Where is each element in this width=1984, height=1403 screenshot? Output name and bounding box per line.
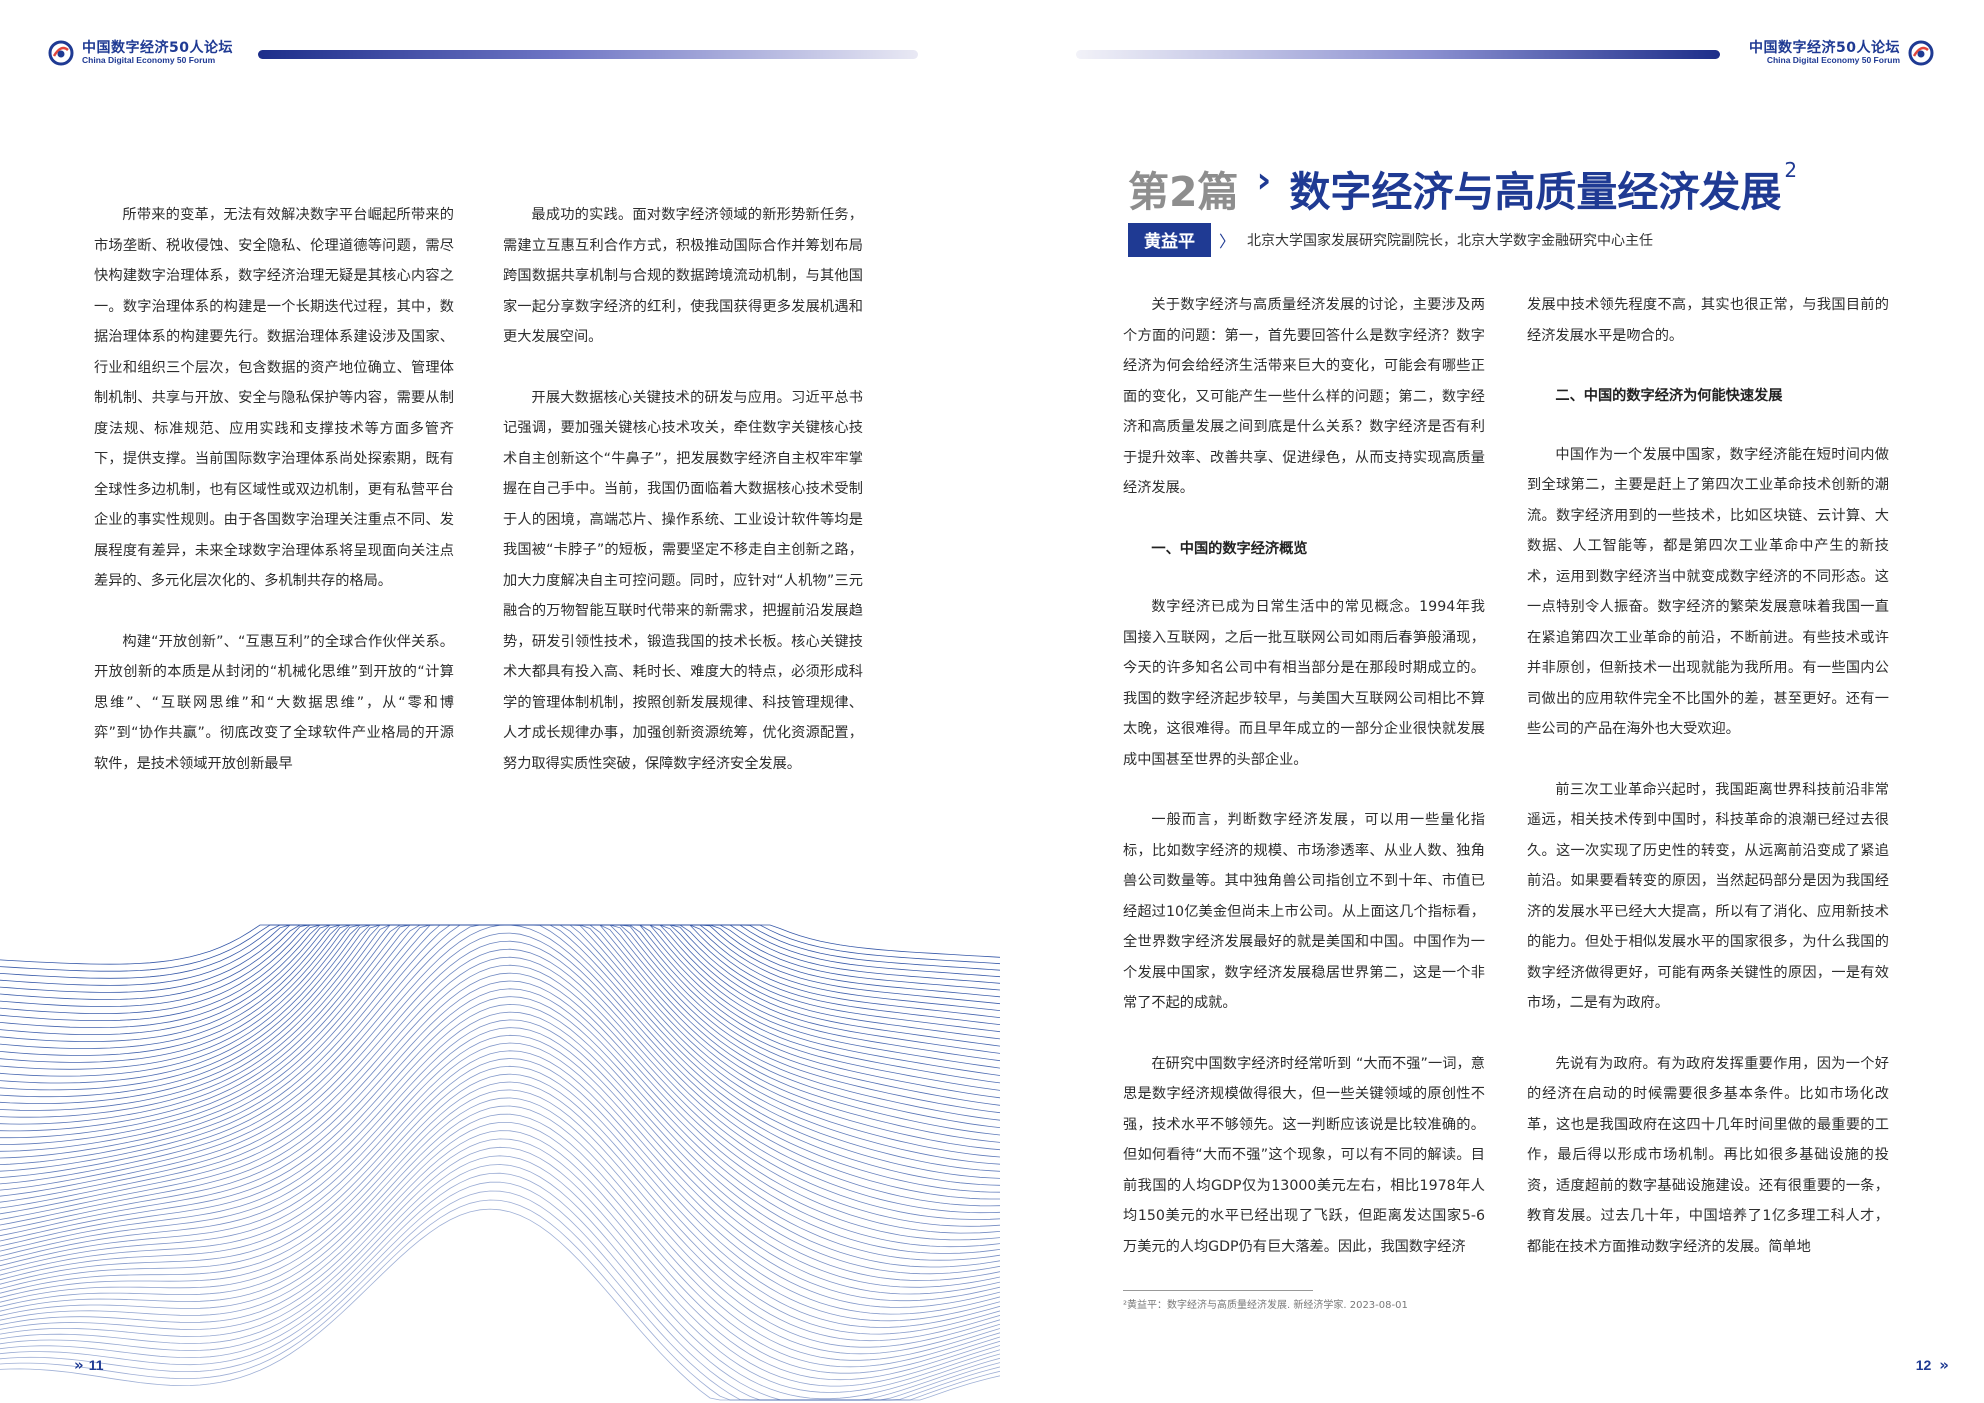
- right-page-column-1: 关于数字经济与高质量经济发展的讨论，主要涉及两个方面的问题：第一，首先要回答什么…: [1123, 290, 1485, 1292]
- wave-line: [0, 980, 1000, 1248]
- wave-line: [0, 1058, 1000, 1315]
- wave-line: [0, 1065, 1000, 1322]
- wave-line: [0, 924, 1000, 1105]
- paragraph: 在研究中国数字经济时经常听到 “大而不强”一词，意思是数字经济规模做得很大，但一…: [1123, 1055, 1485, 1255]
- wave-line: [0, 1155, 1000, 1393]
- wave-line: [0, 1146, 1000, 1387]
- paragraph: 所带来的变革，无法有效解决数字平台崛起所带来的市场垄断、税收侵蚀、安全隐私、伦理…: [94, 207, 454, 589]
- wave-line: [0, 1019, 1000, 1281]
- wave-line: [0, 948, 1000, 1220]
- paragraph: 数字经济已成为日常生活中的常见概念。1994年我国接入互联网，之后一批互联网公司…: [1123, 599, 1485, 768]
- logo-chinese-text: 中国数字经济50人论坛: [82, 40, 233, 57]
- wave-line: [0, 964, 1000, 1234]
- left-page: 中国数字经济50人论坛 China Digital Economy 50 For…: [48, 40, 918, 1374]
- logo-english-text: China Digital Economy 50 Forum: [1766, 54, 1900, 65]
- wave-line: [0, 1172, 1000, 1401]
- author-separator-icon: 〉: [1219, 232, 1236, 251]
- wave-line: [0, 1034, 1000, 1295]
- paragraph: 中国作为一个发展中国家，数字经济能在短时间内做到全球第二，主要是赶上了第四次工业…: [1527, 446, 1889, 738]
- right-page-column-2: 发展中技术领先程度不高，其实也很正常，与我国目前的经济发展水平是吻合的。二、中国…: [1527, 290, 1889, 1292]
- section-heading: 二、中国的数字经济为何能快速发展: [1555, 388, 1783, 404]
- wave-line: [0, 1190, 1000, 1401]
- wave-line: [0, 1081, 1000, 1335]
- forum-logo: 中国数字经济50人论坛 China Digital Economy 50 For…: [48, 40, 233, 66]
- page-number-left: » 11: [74, 1356, 104, 1374]
- wave-line: [0, 924, 1000, 1172]
- footnote: ²黄益平：数字经济与高质量经济发展. 新经济学家. 2023-08-01: [1123, 1300, 1408, 1311]
- wave-line: [0, 996, 1000, 1261]
- paragraph: 一般而言，判断数字经济发展，可以用一些量化指标，比如数字经济的规模、市场渗透率、…: [1123, 812, 1485, 1011]
- wave-line: [0, 1113, 1000, 1361]
- paragraph: 先说有为政府。有为政府发挥重要作用，因为一个好的经济在启动的时候需要很多基本条件…: [1527, 1055, 1889, 1255]
- wave-line: [0, 1089, 1000, 1342]
- page-number-text: 12: [1915, 1357, 1932, 1373]
- wave-line: [0, 1130, 1000, 1374]
- page-marker-icon: »: [74, 1356, 84, 1374]
- wave-line: [0, 924, 1000, 1159]
- wave-line: [0, 972, 1000, 1241]
- author-affiliation: 北京大学国家发展研究院副院长，北京大学数字金融研究中心主任: [1247, 233, 1654, 249]
- wave-line: [0, 1105, 1000, 1355]
- wave-line: [0, 1042, 1000, 1302]
- header-bar: [258, 50, 918, 59]
- page-number-right: 12 »: [1915, 1356, 1949, 1374]
- author-name: 黄益平: [1128, 223, 1211, 257]
- wave-line: [0, 1011, 1000, 1275]
- forum-logo: 中国数字经济50人论坛 China Digital Economy 50 For…: [1749, 40, 1934, 66]
- paragraph: 前三次工业革命兴起时，我国距离世界科技前沿非常遥远，相关技术传到中国时，科技革命…: [1527, 781, 1889, 1012]
- section-heading: 一、中国的数字经济概览: [1151, 540, 1308, 557]
- paragraph: 发展中技术领先程度不高，其实也很正常，与我国目前的经济发展水平是吻合的。: [1527, 297, 1889, 344]
- wave-line: [0, 924, 1000, 1063]
- page-number-text: 11: [88, 1357, 104, 1373]
- wave-line: [0, 1027, 1000, 1288]
- author-row: 黄益平 〉 北京大学国家发展研究院副院长，北京大学数字金融研究中心主任: [1128, 223, 1653, 257]
- wave-line: [0, 1073, 1000, 1328]
- wave-line: [0, 924, 1000, 1049]
- wave-line: [0, 1122, 1000, 1368]
- title-chevron-icon: ›: [1256, 160, 1272, 201]
- wave-line: [0, 1208, 1000, 1401]
- wave-line: [0, 924, 1000, 1043]
- paragraph: 关于数字经济与高质量经济发展的讨论，主要涉及两个方面的问题：第一，首先要回答什么…: [1123, 297, 1485, 496]
- wave-line: [0, 1097, 1000, 1348]
- paragraph: 构建“开放创新”、“互惠互利”的全球合作伙伴关系。开放创新的本质是从封闭的“机械…: [94, 633, 454, 772]
- wave-line: [0, 924, 1000, 1200]
- wave-line: [0, 988, 1000, 1254]
- wave-line: [0, 1181, 1000, 1401]
- wave-line: [0, 1164, 1000, 1400]
- footnote-divider: [1123, 1290, 1313, 1291]
- logo-english-text: China Digital Economy 50 Forum: [82, 54, 216, 65]
- right-page: 中国数字经济50人论坛 China Digital Economy 50 For…: [992, 0, 1984, 1403]
- wave-line: [0, 1138, 1000, 1381]
- wave-line: [0, 932, 1000, 1207]
- wave-line: [0, 940, 1000, 1214]
- paragraph: 最成功的实践。面对数字经济领域的新形势新任务，需建立互惠互利合作方式，积极推动国…: [503, 207, 863, 345]
- wave-line: [0, 1050, 1000, 1308]
- logo-chinese-text: 中国数字经济50人论坛: [1749, 40, 1900, 57]
- decorative-wave-lines: [0, 924, 1000, 1401]
- wave-line: [0, 1199, 1000, 1401]
- wave-line: [0, 1003, 1000, 1268]
- forum-logo-icon: [48, 40, 74, 66]
- title-text: 数字经济与高质量经济发展: [1289, 168, 1782, 216]
- header-bar: [1076, 50, 1720, 59]
- paragraph: 开展大数据核心关键技术的研发与应用。习近平总书记强调，要加强关键核心技术攻关，牵…: [503, 389, 863, 772]
- footnote-ref: 2: [1784, 158, 1798, 182]
- wave-line: [0, 924, 1000, 1193]
- left-page-column-1: 所带来的变革，无法有效解决数字平台崛起所带来的市场垄断、税收侵蚀、安全隐私、伦理…: [94, 200, 454, 809]
- forum-logo-icon: [1908, 40, 1934, 66]
- page-marker-icon: »: [1939, 1356, 1949, 1374]
- left-page-column-2: 最成功的实践。面对数字经济领域的新形势新任务，需建立互惠互利合作方式，积极推动国…: [503, 200, 863, 809]
- part-number: 第2篇: [1128, 168, 1239, 216]
- wave-line: [0, 956, 1000, 1227]
- wave-line: [0, 924, 1000, 1132]
